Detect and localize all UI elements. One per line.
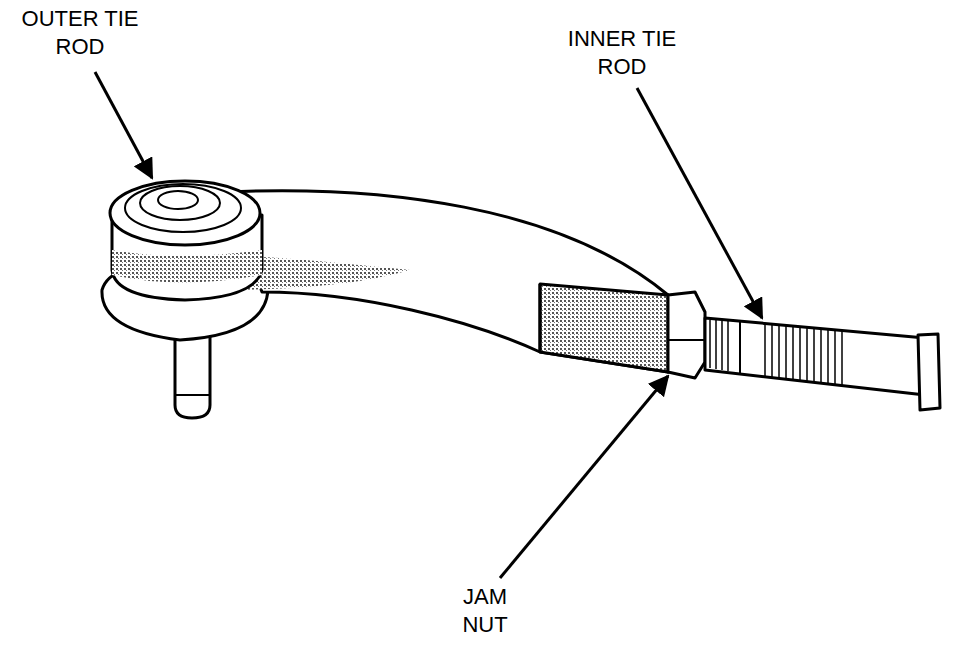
part-label: INNER TIE ROD xyxy=(552,25,692,81)
part-label: OUTER TIE ROD xyxy=(5,5,155,61)
part-label: JAM NUT xyxy=(450,583,520,639)
leader-lines xyxy=(95,72,762,578)
